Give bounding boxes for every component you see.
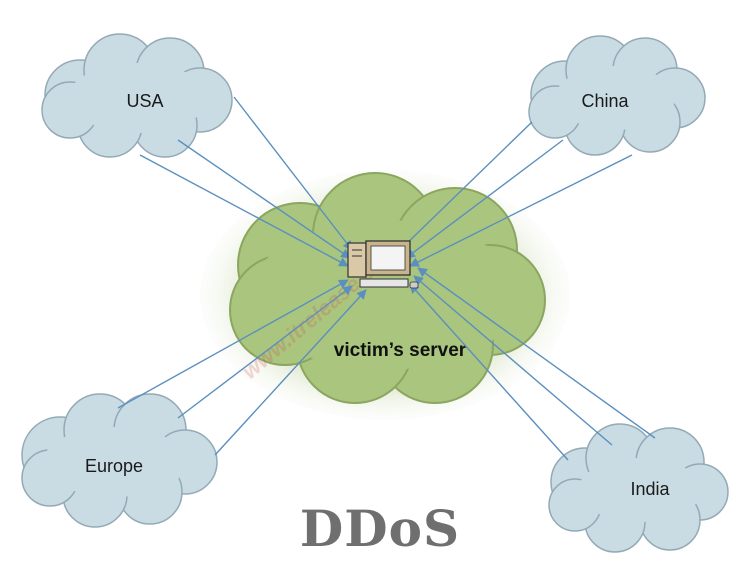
source-cloud-china: China <box>528 35 706 156</box>
diagram-title: DDoS <box>300 499 460 558</box>
victim-server-cloud: victim’s server <box>200 170 570 420</box>
attack-arrow-europe-3 <box>214 289 367 456</box>
computer-icon <box>347 240 419 289</box>
attack-arrow-europe-2 <box>177 285 353 419</box>
attack-arrow-china-2 <box>405 139 564 259</box>
attack-arrow-india-3 <box>417 267 656 439</box>
source-cloud-europe: Europe <box>21 393 218 528</box>
attack-arrow-india-1 <box>409 283 569 461</box>
attack-arrow-usa-2 <box>177 139 351 259</box>
attack-arrow-usa-1 <box>233 96 353 251</box>
source-label-usa: USA <box>126 91 163 111</box>
attack-arrow-china-1 <box>399 121 533 251</box>
attack-arrow-europe-1 <box>117 279 349 409</box>
source-label-europe: Europe <box>85 456 143 476</box>
attack-arrow-usa-3 <box>139 154 349 267</box>
victim-server-label: victim’s server <box>334 340 467 361</box>
source-label-india: India <box>630 479 670 499</box>
attack-arrow-china-3 <box>409 154 633 267</box>
attack-arrow-india-2 <box>413 275 613 446</box>
source-cloud-usa: USA <box>41 33 233 158</box>
source-label-china: China <box>581 91 629 111</box>
source-cloud-india: India <box>548 423 729 553</box>
